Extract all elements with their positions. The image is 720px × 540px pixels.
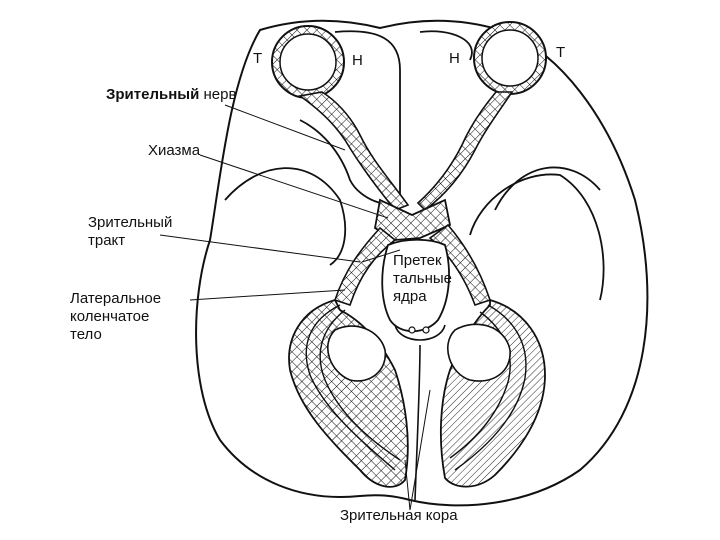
pretectal-nucleus-left [408,326,416,334]
brain-outline [195,19,649,507]
label-optic-nerve-bold: Зрительный [106,86,200,103]
label-n-left: Н [352,52,363,69]
label-t-left: Т [253,50,263,67]
right-frontal-lobe [419,30,473,61]
leader-cortex-2 [409,389,431,511]
right-ventricle [446,323,511,382]
leader-cortex-1 [404,459,411,511]
label-optic-nerve: Зрительный нерв [106,86,236,104]
leader-pretectal-1 [361,249,401,263]
left-temporal-contour [224,167,347,266]
label-visual-cortex: Зрительная кора [340,507,458,524]
left-optic-nerve [297,91,410,211]
leader-optic-tract [159,234,361,263]
leader-chiasm [199,154,389,219]
leader-lgn [189,289,346,301]
left-optic-tract [333,226,397,307]
midbrain-base [394,324,446,341]
left-frontal-lobe [299,30,401,205]
right-radiation-line-1 [454,304,527,471]
left-radiation-line-1 [305,304,396,471]
right-temporal-contour [494,166,601,211]
right-radiation-line-2 [449,311,511,459]
right-eye-inner [481,29,539,87]
label-lgn: Латеральное коленчатое тело [70,290,162,343]
pretectal-nucleus-right [422,326,430,334]
pretectal-region [381,238,450,333]
label-chiasm: Хиазма [148,142,201,159]
left-radiation-line-2 [319,309,401,461]
label-n-right: Н [449,50,460,67]
right-inner-lobe [469,173,605,301]
left-eye-inner [279,33,337,91]
left-ventricle [326,325,387,382]
label-t-right: Т [556,44,566,61]
label-pretectal: Претек тальные ядра [393,252,453,305]
label-optic-tract: Зрительный тракт [88,214,173,249]
label-optic-nerve-rest: нерв [203,86,237,103]
right-optic-nerve [416,91,514,212]
leader-optic-nerve [224,104,346,151]
